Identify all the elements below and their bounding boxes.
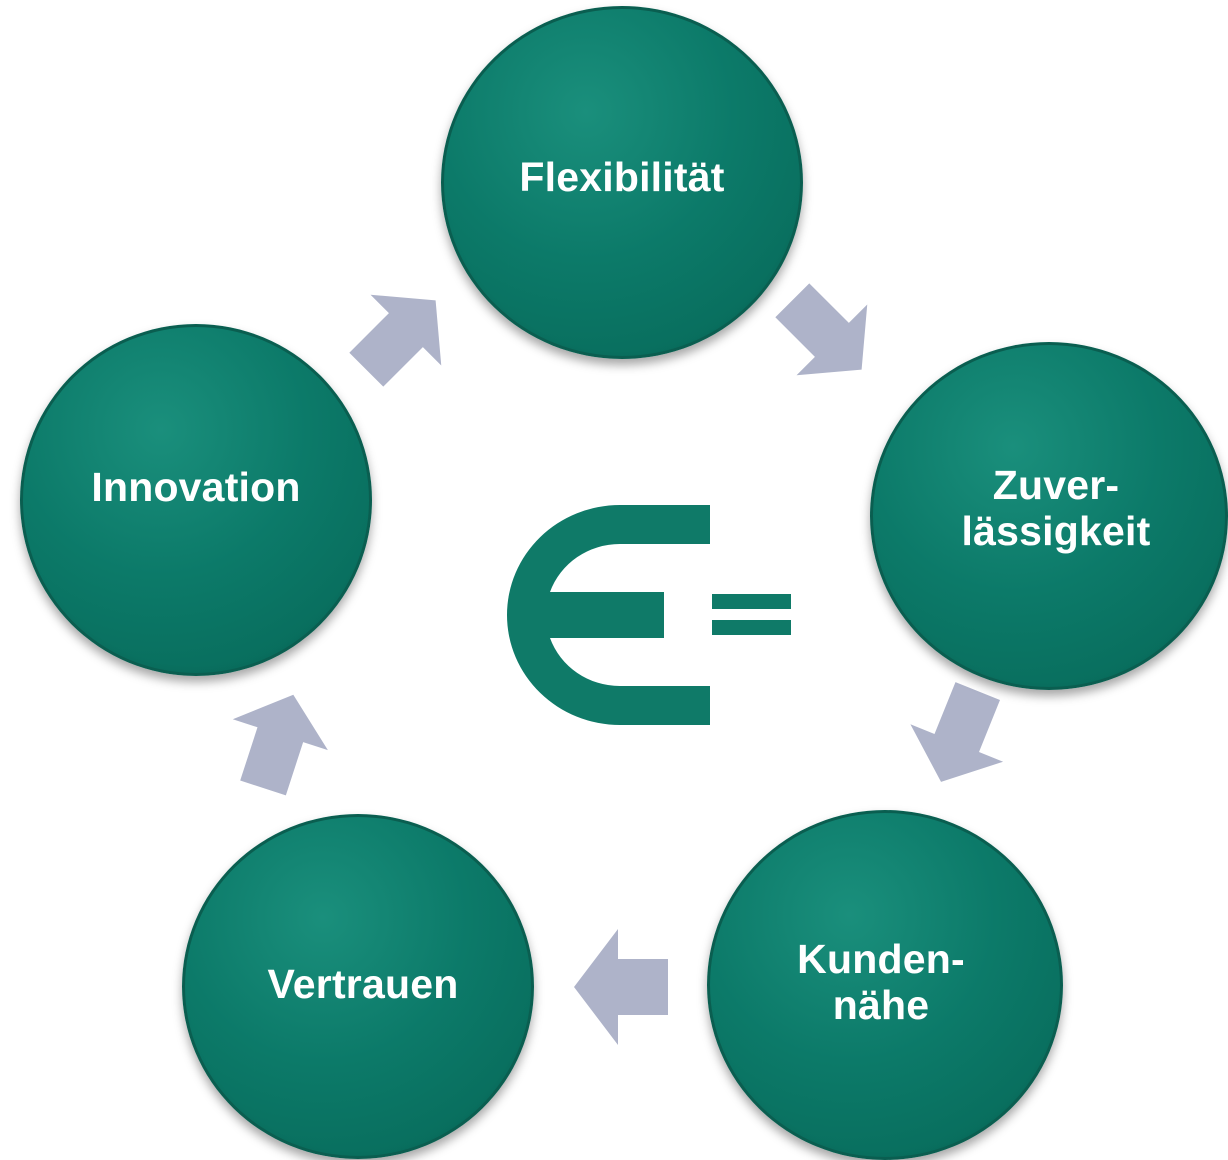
node-flexibilitaet: Flexibilität (441, 6, 803, 359)
arrow-kundennaehe-to-vertrauen (574, 929, 668, 1045)
arrow-innovation-to-flexibilitaet (349, 294, 442, 387)
node-zuverlaessigkeit: Zuver- lässigkeit (870, 342, 1228, 690)
node-innovation: Innovation (20, 324, 372, 676)
e-equals-logo (507, 505, 791, 725)
node-label: Flexibilität (519, 153, 725, 200)
arrow-flexibilitaet-to-zuverlaessigkeit (775, 283, 868, 376)
node-vertrauen: Vertrauen (182, 814, 534, 1159)
node-label: Kunden- nähe (797, 936, 965, 1028)
node-label: Vertrauen (267, 960, 459, 1007)
node-kundennaehe: Kunden- nähe (707, 810, 1063, 1160)
node-label: Zuver- lässigkeit (961, 462, 1151, 554)
arrow-vertrauen-to-innovation (232, 694, 328, 796)
node-label: Innovation (91, 464, 301, 511)
arrow-zuverlaessigkeit-to-kundennaehe (910, 682, 1004, 782)
